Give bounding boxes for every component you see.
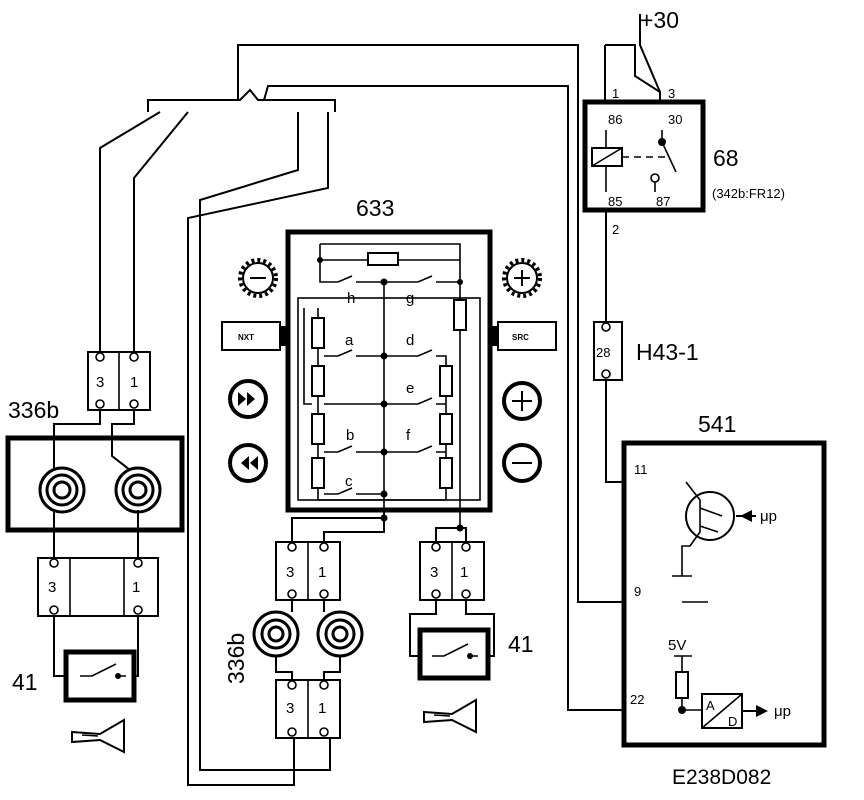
ecu-voltage: 5V bbox=[668, 637, 686, 654]
center-coil-id: 336b bbox=[223, 633, 249, 684]
src-label: SRC bbox=[512, 333, 529, 342]
relay-pin-87: 87 bbox=[656, 194, 670, 209]
ecu-pin-11: 11 bbox=[634, 462, 648, 477]
switch-g: g bbox=[406, 290, 414, 307]
left-coil-id: 336b bbox=[8, 397, 59, 423]
left-coil-group: 3 1 336b 3 1 41 bbox=[5, 351, 185, 754]
gear-minus-icon bbox=[238, 258, 278, 298]
relay-pin-30: 30 bbox=[668, 112, 682, 127]
left-horn-pin-1: 1 bbox=[132, 579, 140, 596]
left-horn-id: 41 bbox=[12, 669, 38, 695]
center-coil-group: 3 1 336b 3 1 3 1 41 bbox=[223, 541, 534, 739]
volume-minus-icon bbox=[502, 443, 542, 483]
relay-note: (342b:FR12) bbox=[712, 186, 785, 201]
ecu-ad-a: A bbox=[706, 698, 715, 713]
relay-id: 68 bbox=[713, 145, 739, 171]
center-coil-pin-3: 3 bbox=[286, 564, 294, 581]
relay-pin-2: 2 bbox=[612, 222, 619, 237]
connector-id: H43-1 bbox=[636, 339, 699, 365]
volume-plus-icon bbox=[502, 381, 542, 421]
relay-68: +30 1 3 86 30 85 87 2 68 (342b:FR12) bbox=[582, 7, 785, 322]
right-horn-pin-1: 1 bbox=[460, 564, 468, 581]
ecu-resistor bbox=[675, 671, 689, 699]
relay-pin-3: 3 bbox=[668, 86, 675, 101]
ecu-mu-label: μp bbox=[760, 508, 777, 525]
gear-plus-icon bbox=[502, 258, 542, 298]
ecu-ad-d: D bbox=[728, 714, 737, 729]
switch-f: f bbox=[406, 427, 411, 444]
left-horn-switch-box bbox=[63, 649, 137, 703]
switch-panel-633: 633 NXT SRC bbox=[221, 195, 557, 542]
switch-d: d bbox=[406, 332, 414, 349]
supply-label: +30 bbox=[640, 7, 679, 33]
switch-e: e bbox=[406, 380, 414, 397]
ecu-541: 541 11 9 22 μp 5V A D μp bbox=[621, 411, 827, 748]
fast-forward-icon bbox=[228, 379, 268, 419]
center-bottom-pin-3: 3 bbox=[286, 700, 294, 717]
harness-wires bbox=[99, 44, 700, 786]
left-horn-pin-3: 3 bbox=[48, 579, 56, 596]
relay-pin-1: 1 bbox=[612, 86, 619, 101]
diagram-code: E238D082 bbox=[672, 766, 771, 789]
ecu-pin-22: 22 bbox=[630, 692, 644, 707]
switch-h: h bbox=[347, 290, 355, 307]
ecu-transistor bbox=[685, 491, 735, 541]
center-spiral-icon bbox=[252, 610, 364, 658]
switch-c: c bbox=[345, 473, 353, 490]
ecu-mu-label-2: μp bbox=[774, 703, 791, 720]
left-connector-pin-3: 3 bbox=[96, 374, 104, 391]
rewind-icon bbox=[228, 443, 268, 483]
left-spiral-icon bbox=[38, 466, 162, 514]
center-coil-pin-1: 1 bbox=[318, 564, 326, 581]
switch-panel-id: 633 bbox=[356, 195, 394, 221]
relay-pin-86: 86 bbox=[608, 112, 622, 127]
resistor-network bbox=[303, 243, 467, 532]
switch-a: a bbox=[345, 332, 354, 349]
switch-b: b bbox=[346, 427, 354, 444]
relay-pin-85: 85 bbox=[608, 194, 622, 209]
left-connector-pin-1: 1 bbox=[130, 374, 138, 391]
ecu-pin-9: 9 bbox=[634, 584, 641, 599]
right-horn-switch-box bbox=[417, 627, 491, 681]
connector-pin-28: 28 bbox=[596, 345, 610, 360]
nxt-label: NXT bbox=[238, 333, 254, 342]
ecu-id: 541 bbox=[698, 411, 736, 437]
center-bottom-pin-1: 1 bbox=[318, 700, 326, 717]
src-button-icon: SRC bbox=[490, 321, 557, 351]
relay-68-box bbox=[582, 99, 706, 213]
nxt-button-icon: NXT bbox=[221, 321, 288, 351]
right-horn-icon bbox=[423, 698, 477, 734]
right-horn-pin-3: 3 bbox=[430, 564, 438, 581]
right-horn-id: 41 bbox=[508, 631, 534, 657]
left-horn-icon bbox=[71, 718, 125, 754]
